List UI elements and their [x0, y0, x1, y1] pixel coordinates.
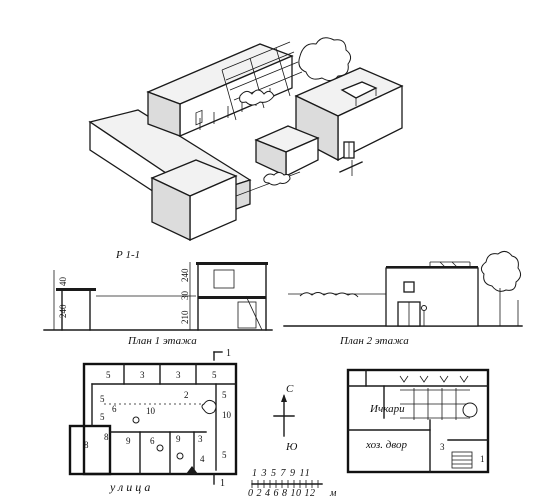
ichkari-label: Ичкари [369, 403, 405, 415]
svg-text:6: 6 [112, 404, 117, 414]
svg-text:9: 9 [126, 436, 131, 446]
main-house-end [147, 91, 181, 137]
dim-right-mid: 30 [180, 291, 190, 301]
axonometric-view [88, 37, 404, 242]
section-mark-bottom: 1 [220, 478, 225, 489]
dim-left-top: 40 [58, 277, 68, 287]
plan2-outline [346, 368, 490, 474]
svg-text:6: 6 [150, 436, 155, 446]
tree-top [298, 37, 352, 82]
svg-text:3: 3 [140, 370, 145, 380]
svg-text:3: 3 [198, 434, 203, 444]
scale-bottom-ticks: 0 2 4 6 8 10 12 [248, 488, 316, 499]
svg-text:2: 2 [184, 390, 189, 400]
svg-text:8: 8 [84, 440, 89, 450]
scale-bar [251, 480, 323, 488]
svg-text:5: 5 [100, 412, 105, 422]
pergola [221, 41, 303, 121]
compass-south: Ю [285, 441, 298, 453]
svg-text:9: 9 [176, 434, 181, 444]
household-yard-label: хоз. двор [365, 439, 407, 451]
street-label: улица [109, 480, 153, 494]
right-house-side [295, 94, 339, 162]
section-title: Р 1-1 [115, 249, 140, 261]
dim-right-bottom: 210 [180, 310, 190, 324]
svg-text:8: 8 [104, 432, 109, 442]
svg-text:10: 10 [146, 406, 156, 416]
plan1-title: План 1 этажа [127, 335, 197, 347]
entrance-arrow [186, 466, 198, 474]
scale-top-ticks: 1 3 5 7 9 11 [252, 468, 311, 479]
compass [273, 394, 295, 437]
bush-front [263, 172, 291, 186]
dim-right-top: 240 [180, 268, 190, 282]
front-block-side [151, 176, 191, 242]
svg-text:5: 5 [222, 390, 227, 400]
plan2-room-1: 1 [480, 454, 485, 464]
svg-text:5: 5 [212, 370, 217, 380]
svg-text:5: 5 [222, 450, 227, 460]
elevation-tree [480, 250, 522, 292]
section-mark-top: 1 [226, 348, 231, 359]
svg-text:10: 10 [222, 410, 232, 420]
scale-unit: м [329, 488, 337, 499]
svg-text:5: 5 [100, 394, 105, 404]
dim-left-bottom: 240 [58, 304, 68, 318]
compass-north: С [286, 383, 294, 395]
svg-text:4: 4 [200, 454, 205, 464]
svg-text:5: 5 [106, 370, 111, 380]
svg-text:3: 3 [176, 370, 181, 380]
section-1-1 [43, 262, 273, 331]
plan-2 [346, 368, 490, 474]
plan2-pergola [400, 388, 470, 420]
plan2-room-3: 3 [440, 442, 445, 452]
elevation [283, 250, 523, 327]
plan1-room-numbers: 5 3 3 5 2 10 5 9 3 4 5 5 6 8 10 6 9 8 5 [84, 370, 232, 464]
plan2-title: План 2 этажа [339, 335, 409, 347]
plan-1 [68, 351, 238, 485]
